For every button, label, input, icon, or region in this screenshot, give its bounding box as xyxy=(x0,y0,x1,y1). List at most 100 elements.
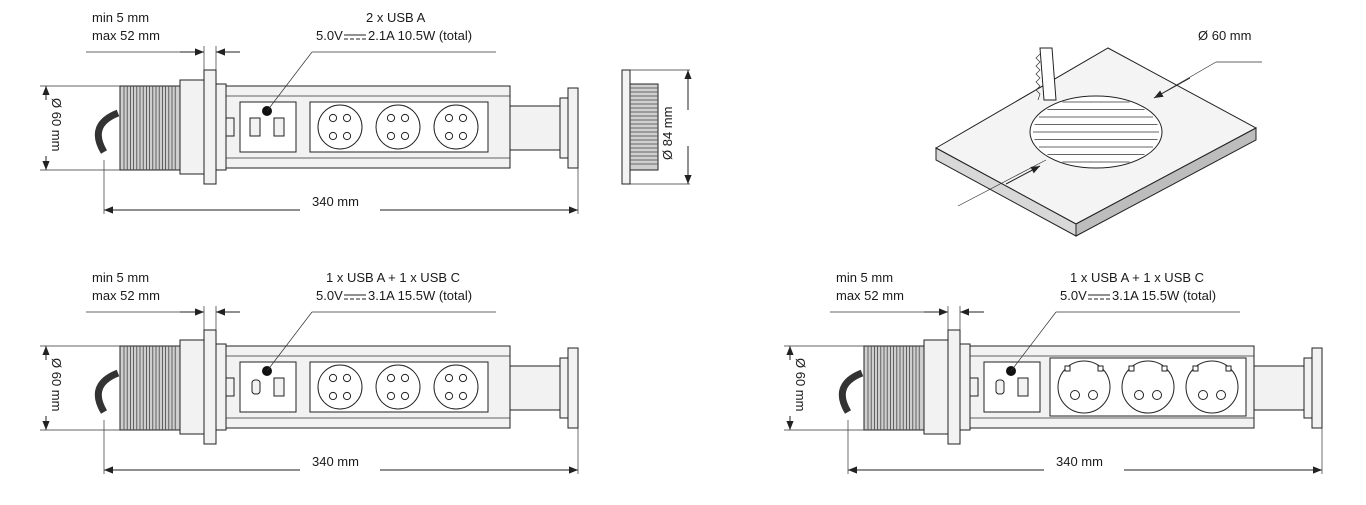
outlet-pin-hole xyxy=(458,131,468,141)
end-tube xyxy=(1253,365,1307,411)
outlet-pin-hole xyxy=(458,391,468,401)
outlets xyxy=(317,104,479,150)
threaded-sleeve xyxy=(119,85,183,171)
usb-a-port xyxy=(1017,377,1029,397)
clamp-collar xyxy=(179,79,207,175)
outlet-pin-hole xyxy=(328,391,338,401)
unit-top-left: min 5 mm max 52 mm 2 x USB A 5.0V 2.1A 1… xyxy=(40,10,579,214)
max-thickness-label: max 52 mm xyxy=(92,288,160,303)
outlet-pin-hole xyxy=(400,113,410,123)
desk-edge-side xyxy=(1075,127,1257,237)
thread-lines xyxy=(123,346,176,430)
outlet-pin-hole xyxy=(342,113,352,123)
earth-clip xyxy=(1097,365,1104,372)
outlet-pin-hole xyxy=(444,373,454,383)
end-plate xyxy=(1311,347,1323,429)
outlet-pin-hole xyxy=(458,373,468,383)
end-cap xyxy=(1303,357,1313,419)
outlet-pin-hole xyxy=(386,391,396,401)
clamp-collar xyxy=(179,339,207,435)
outlets xyxy=(317,364,479,410)
power-switch xyxy=(969,377,979,397)
usb-c-port xyxy=(251,379,261,395)
usb-a-port xyxy=(249,117,261,137)
earth-clip xyxy=(1225,365,1232,372)
earth-clip xyxy=(1128,365,1135,372)
outlet-pin-hole xyxy=(342,391,352,401)
outlet-pin-hole xyxy=(1134,390,1144,400)
french-outlet xyxy=(317,364,363,410)
outlet-pin-hole xyxy=(444,131,454,141)
schuko-outlet xyxy=(1185,360,1239,414)
min-thickness-label: min 5 mm xyxy=(92,270,149,285)
power-switch xyxy=(225,377,235,397)
length-label: 340 mm xyxy=(312,454,359,469)
unit-bottom-left: min 5 mm max 52 mm 1 x USB A + 1 x USB C… xyxy=(40,270,579,474)
usb-title: 1 x USB A + 1 x USB C xyxy=(326,270,460,285)
outlet-pin-hole xyxy=(400,373,410,383)
outlet-pin-hole xyxy=(386,131,396,141)
cutout-diameter-label: Ø 60 mm xyxy=(1198,28,1251,43)
usb-spec-voltage: 5.0V xyxy=(316,28,343,43)
clamp-collar xyxy=(923,339,951,435)
end-view: Ø 84 mm xyxy=(621,69,692,185)
min-thickness-label: min 5 mm xyxy=(836,270,893,285)
schuko-outlet xyxy=(1121,360,1175,414)
min-thickness-label: min 5 mm xyxy=(92,10,149,25)
jigsaw-blade-icon xyxy=(1035,47,1057,101)
usb-a-port xyxy=(273,117,285,137)
flange xyxy=(947,329,961,445)
outlet-pin-hole xyxy=(328,131,338,141)
end-plate xyxy=(567,87,579,169)
desk-cutout-diagram: Ø 60 mm xyxy=(934,28,1262,237)
dc-symbol-icon xyxy=(1088,294,1110,300)
usb-spec-power: 3.1A 15.5W (total) xyxy=(368,288,472,303)
end-view-diameter-label: Ø 84 mm xyxy=(660,107,675,160)
outlet-pin-hole xyxy=(444,113,454,123)
french-outlet xyxy=(433,104,479,150)
flange-inner xyxy=(215,343,227,431)
outlet-pin-hole xyxy=(1070,390,1080,400)
outlet-pin-hole xyxy=(458,113,468,123)
flange-inner xyxy=(959,343,971,431)
earth-clip xyxy=(1064,365,1071,372)
french-outlet xyxy=(375,364,421,410)
usb-spec-power: 3.1A 15.5W (total) xyxy=(1112,288,1216,303)
schuko-outlet xyxy=(1057,360,1111,414)
end-view-ribs xyxy=(630,87,658,165)
max-thickness-label: max 52 mm xyxy=(92,28,160,43)
outlet-pin-hole xyxy=(1152,390,1162,400)
usb-title: 1 x USB A + 1 x USB C xyxy=(1070,270,1204,285)
french-outlet xyxy=(433,364,479,410)
dc-symbol-icon xyxy=(344,34,366,40)
threaded-sleeve xyxy=(863,345,927,431)
length-label: 340 mm xyxy=(312,194,359,209)
dc-symbol-icon xyxy=(344,294,366,300)
power-switch xyxy=(225,117,235,137)
outlet-pin-hole xyxy=(400,131,410,141)
earth-clip xyxy=(1161,365,1168,372)
cable xyxy=(94,369,120,414)
outlet-pin-hole xyxy=(386,113,396,123)
french-outlet xyxy=(317,104,363,150)
sleeve-diameter-label: Ø 60 mm xyxy=(49,98,64,151)
outlet-pin-hole xyxy=(328,113,338,123)
earth-clip xyxy=(1192,365,1199,372)
usb-c-port xyxy=(995,379,1005,395)
outlet-pin-hole xyxy=(1216,390,1226,400)
outlet-pin-hole xyxy=(400,391,410,401)
usb-spec-power: 2.1A 10.5W (total) xyxy=(368,28,472,43)
outlet-pin-hole xyxy=(386,373,396,383)
end-view-ring xyxy=(629,83,659,171)
end-cap xyxy=(559,357,569,419)
usb-spec-voltage: 5.0V xyxy=(316,288,343,303)
sleeve-diameter-label: Ø 60 mm xyxy=(793,358,808,411)
end-view-plate xyxy=(621,69,631,185)
thread-lines xyxy=(867,346,920,430)
outlet-pin-hole xyxy=(342,131,352,141)
outlet-pin-hole xyxy=(1088,390,1098,400)
end-tube xyxy=(509,105,563,151)
length-label: 340 mm xyxy=(1056,454,1103,469)
end-tube xyxy=(509,365,563,411)
